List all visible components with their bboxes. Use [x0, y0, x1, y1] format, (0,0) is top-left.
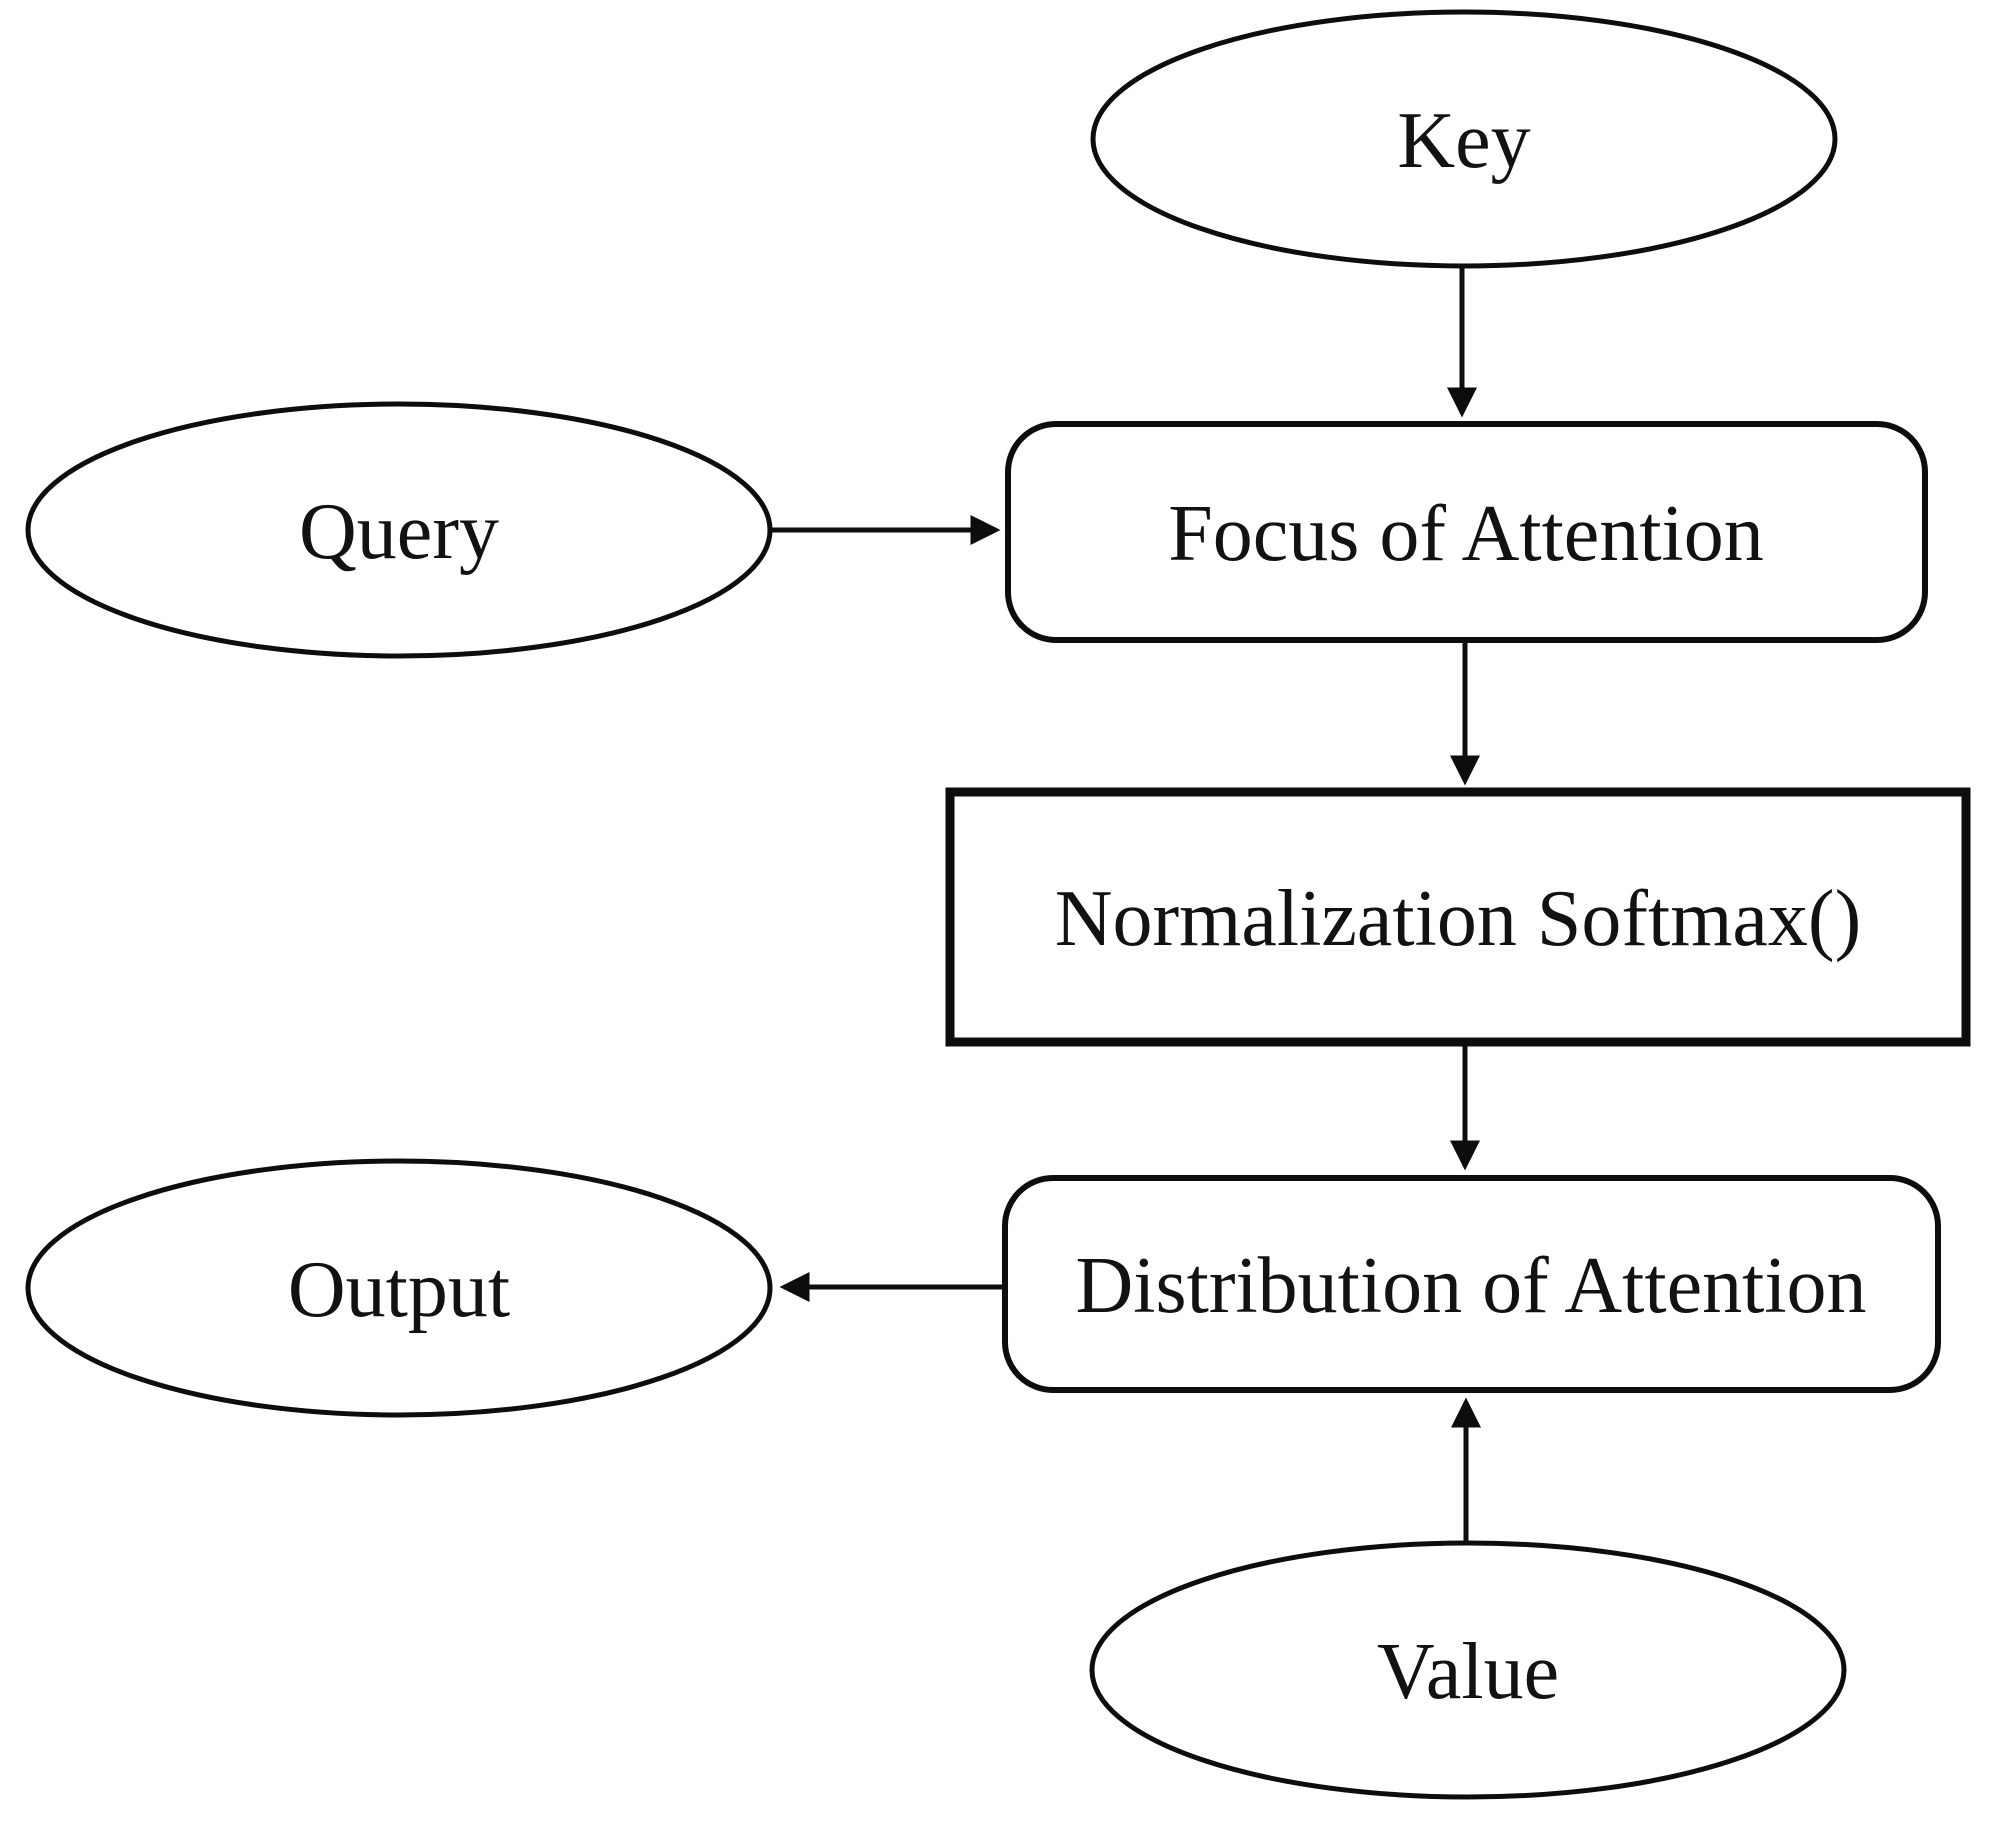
value-ellipse [1089, 1540, 1847, 1800]
node-normalization-softmax: Normalization Softmax() [945, 787, 1971, 1047]
node-focus-of-attention: Focus of Attention [1005, 421, 1928, 643]
query-ellipse [25, 401, 773, 659]
node-output: Output [25, 1158, 773, 1418]
key-ellipse [1090, 9, 1838, 269]
value-label: Value [1377, 1628, 1559, 1716]
node-distribution-of-attention: Distribution of Attention [1002, 1175, 1941, 1393]
distribution-of-attention-box [1002, 1175, 1941, 1393]
normalization-softmax-box [945, 787, 1971, 1047]
normalization-softmax-label: Normalization Softmax() [1055, 875, 1861, 963]
output-ellipse [25, 1158, 773, 1418]
node-value: Value [1089, 1540, 1847, 1800]
output-label: Output [288, 1246, 510, 1334]
node-query: Query [25, 401, 773, 659]
focus-of-attention-label: Focus of Attention [1168, 490, 1764, 578]
focus-of-attention-box [1005, 421, 1928, 643]
node-key: Key [1090, 9, 1838, 269]
edges [772, 266, 1481, 1543]
key-label: Key [1397, 97, 1530, 185]
distribution-of-attention-label: Distribution of Attention [1075, 1242, 1866, 1330]
query-label: Query [299, 488, 499, 576]
